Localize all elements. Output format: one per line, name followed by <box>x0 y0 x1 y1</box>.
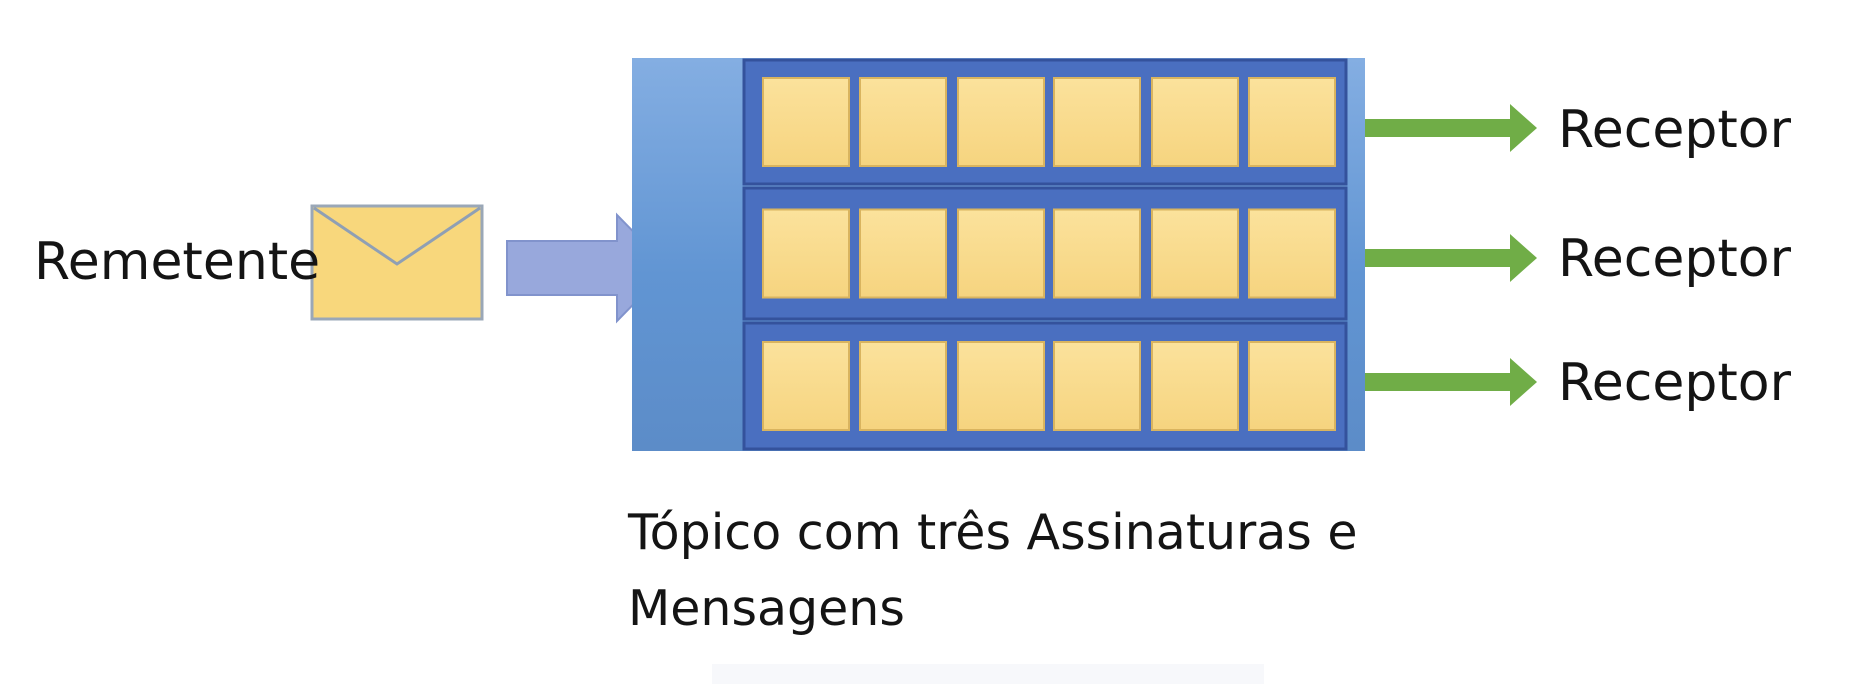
bottom-strip <box>712 664 1264 684</box>
message-box <box>1248 208 1336 299</box>
message-box <box>1248 77 1336 167</box>
message-box <box>859 208 947 299</box>
output-arrows <box>1365 104 1537 406</box>
receiver-label-1: Receptor <box>1558 100 1791 160</box>
message-box <box>957 77 1045 167</box>
message-box <box>1248 341 1336 431</box>
envelope-flap <box>313 206 481 266</box>
subscriptions <box>742 58 1348 451</box>
message-box <box>762 77 850 167</box>
message-box <box>762 208 850 299</box>
message-box <box>957 208 1045 299</box>
message-box <box>1053 341 1141 431</box>
topic-caption: Tópico com três Assinaturas e Mensagens <box>628 504 1358 637</box>
message-box <box>1053 208 1141 299</box>
subscription-row <box>742 321 1348 451</box>
receiver-label-3: Receptor <box>1558 353 1791 413</box>
output-arrow <box>1365 104 1537 152</box>
receiver-label-2: Receptor <box>1558 229 1791 289</box>
message-box <box>1053 77 1141 167</box>
message-box <box>1151 208 1239 299</box>
subscription-row <box>742 58 1348 186</box>
message-box <box>1151 77 1239 167</box>
subscription-row <box>742 186 1348 321</box>
message-box <box>1151 341 1239 431</box>
message-box <box>957 341 1045 431</box>
message-box <box>859 77 947 167</box>
output-arrow <box>1365 358 1537 406</box>
sender-envelope <box>310 204 484 321</box>
sender-label: Remetente <box>34 232 321 292</box>
output-arrow <box>1365 234 1537 282</box>
message-box <box>859 341 947 431</box>
message-box <box>762 341 850 431</box>
topic <box>632 58 1365 451</box>
